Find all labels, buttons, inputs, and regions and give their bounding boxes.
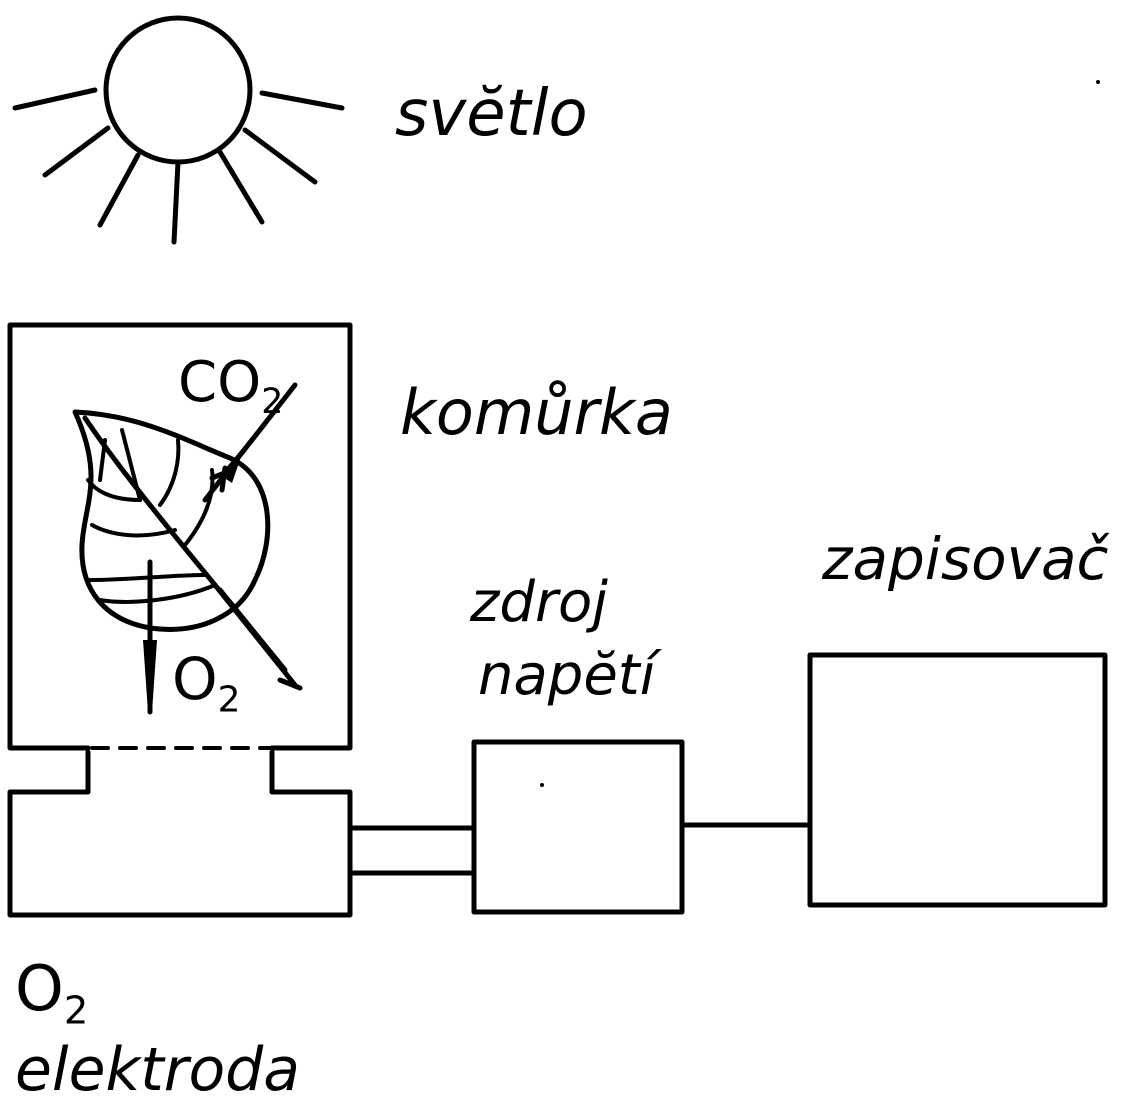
label-electrode-o: O [15, 952, 64, 1025]
recorder-box [807, 652, 1108, 908]
label-o2-leaf: O2 [172, 650, 241, 719]
label-o2-leaf-sub: 2 [217, 679, 241, 721]
label-chamber: komůrka [400, 376, 673, 449]
label-electrode-line1: O2 [15, 958, 88, 1031]
label-o2-leaf-text: O [172, 645, 218, 713]
electrode-cables [347, 825, 477, 876]
electrode-box [7, 749, 353, 918]
chamber-box [7, 322, 353, 751]
leaf-icon [72, 409, 303, 691]
sun-icon [12, 15, 345, 245]
label-co2-text: CO [178, 350, 262, 415]
label-voltage-line2: napĕtí [478, 643, 656, 708]
co2-arrow [202, 382, 298, 503]
voltage-source-box [471, 739, 685, 915]
label-recorder: zapisovač [822, 525, 1109, 593]
label-electrode-line2: elektroda [15, 1035, 300, 1105]
label-light: svĕtlo [395, 77, 588, 151]
label-electrode-sub: 2 [63, 988, 89, 1034]
label-co2: CO2 [178, 355, 283, 420]
label-co2-sub: 2 [261, 382, 284, 423]
o2-arrow [143, 559, 157, 715]
label-voltage-line1: zdroj [470, 570, 608, 635]
